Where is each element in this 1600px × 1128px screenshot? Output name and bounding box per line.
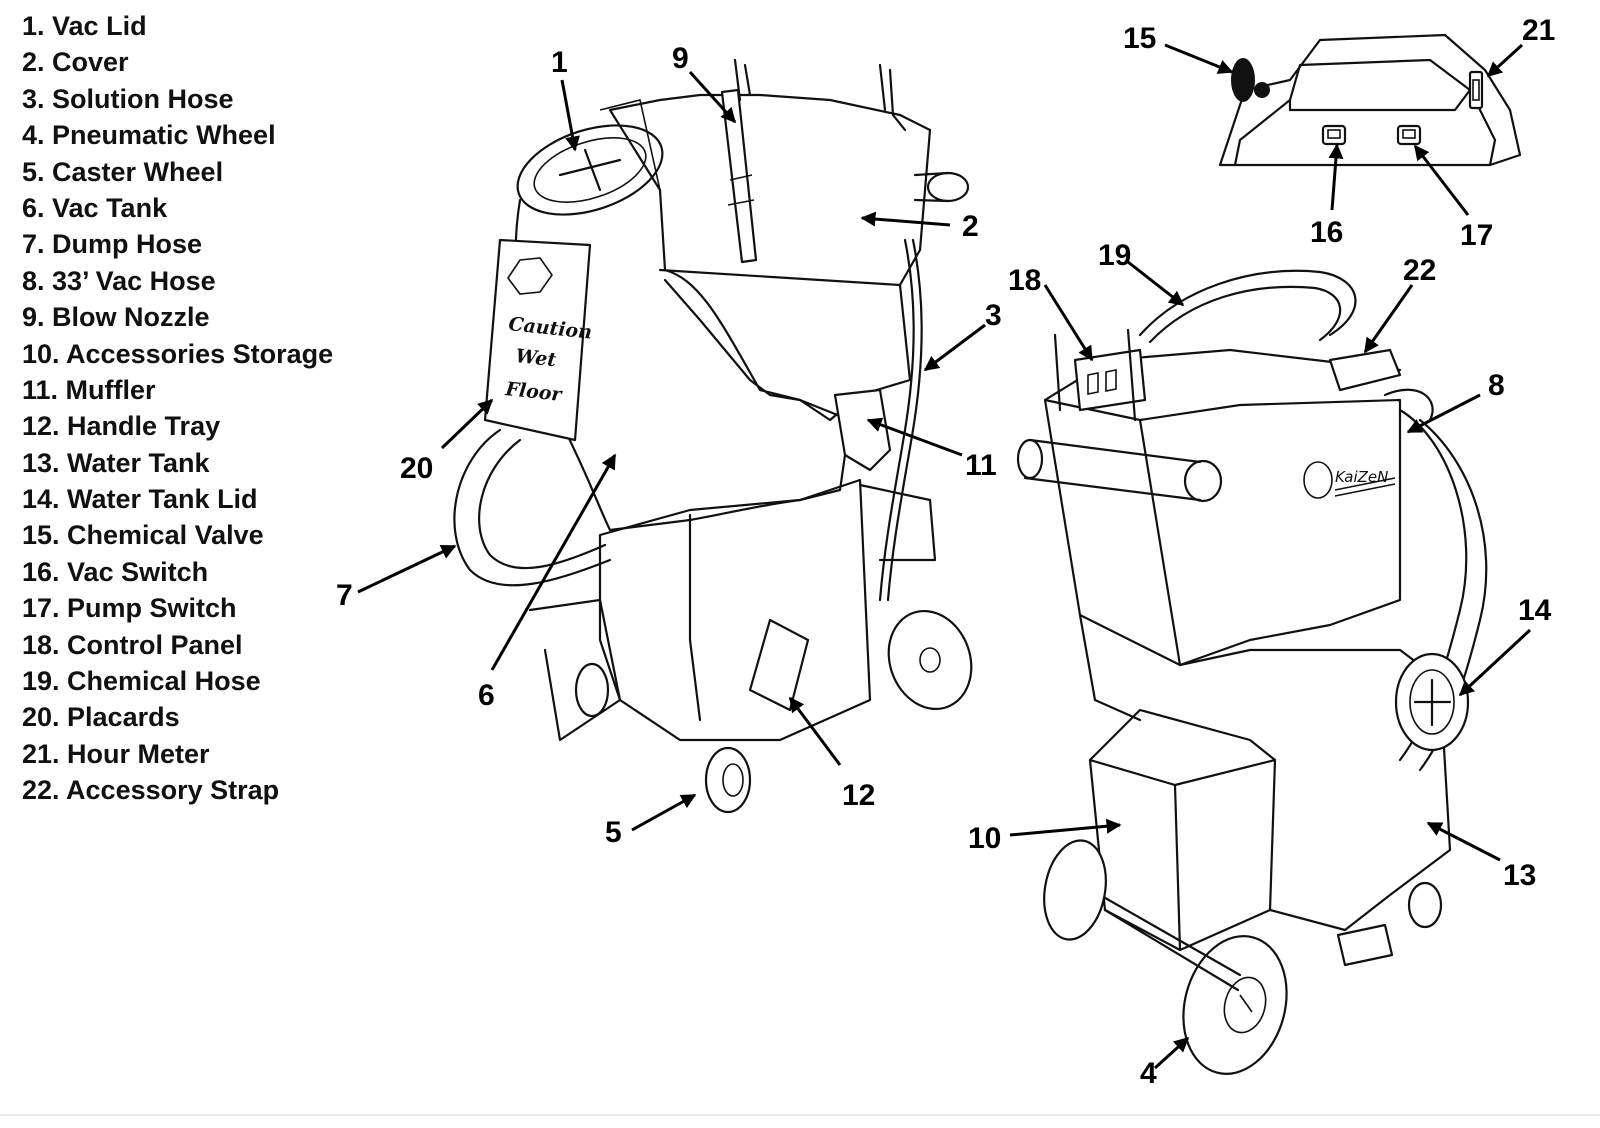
dump-hose: [453, 428, 612, 587]
callout-8: 8: [1488, 369, 1505, 402]
legend-item: 8. 33’ Vac Hose: [22, 265, 216, 296]
callout-15: 15: [1123, 22, 1156, 55]
callout-4: 4: [1140, 1057, 1157, 1090]
water-tank: [1178, 648, 1452, 932]
callout-10: 10: [968, 822, 1001, 855]
legend-item: 4. Pneumatic Wheel: [22, 120, 276, 151]
brand-logo: KaiZeN: [1303, 461, 1396, 499]
legend-item: 15. Chemical Valve: [22, 520, 264, 551]
legend-item: 21. Hour Meter: [22, 738, 210, 769]
vac-lid: [516, 124, 664, 216]
callout-7: 7: [336, 579, 353, 612]
placard: Caution Wet Floor: [483, 238, 593, 442]
water-tank-lid: [1394, 652, 1470, 752]
accessory-strap: [1328, 348, 1402, 392]
callout-18: 18: [1008, 264, 1041, 297]
legend-item: 19. Chemical Hose: [22, 666, 261, 697]
brand-text: KaiZeN: [1335, 468, 1388, 486]
hour-meter-icon: [1468, 70, 1484, 110]
chemical-hose: [1138, 269, 1357, 337]
muffler: [833, 388, 892, 472]
callout-5: 5: [605, 816, 622, 849]
chemical-valve-icon: [1231, 58, 1270, 102]
left-machine: Caution Wet Floor: [453, 58, 973, 814]
handle-tray-base: [598, 478, 872, 742]
legend-item: 13. Water Tank: [22, 447, 210, 478]
legend-item: 17. Pump Switch: [22, 593, 237, 624]
callout-22: 22: [1403, 254, 1436, 287]
solution-hose: [878, 238, 915, 602]
callout-20: 20: [400, 452, 433, 485]
legend-item: 5. Caster Wheel: [22, 156, 224, 187]
legend-item: 11. Muffler: [22, 374, 156, 405]
right-cover: [1043, 398, 1402, 667]
legend-item: 2. Cover: [22, 47, 129, 78]
legend-item: 9. Blow Nozzle: [22, 302, 210, 333]
callout-numbers: 1 2 3 4 5 6 7 8 9 10 11 12 13 14 15 16 1…: [336, 14, 1555, 1090]
legend-item: 22. Accessory Strap: [22, 775, 280, 806]
right-machine: KaiZeN: [1016, 269, 1488, 1075]
caster-wheel: [704, 746, 752, 814]
legend-item: 1. Vac Lid: [22, 11, 147, 41]
legend-item: 12. Handle Tray: [22, 411, 221, 442]
cover: [658, 268, 912, 422]
callout-6: 6: [478, 679, 495, 712]
switch-panel-inset: [1218, 33, 1522, 167]
pump-switch-icon: [1396, 124, 1422, 146]
legend-item: 16. Vac Switch: [22, 556, 209, 587]
callout-13: 13: [1503, 859, 1536, 892]
vac-switch-icon: [1321, 124, 1347, 146]
blow-nozzle: [720, 88, 758, 264]
accessories-storage: [1088, 708, 1277, 952]
callout-arrows: [357, 43, 1532, 1070]
callout-12: 12: [842, 779, 875, 812]
control-panel: [1073, 348, 1147, 412]
callout-2: 2: [962, 210, 979, 243]
bottom-divider: [0, 1114, 1600, 1116]
legend-item: 10. Accessories Storage: [22, 338, 334, 369]
legend-item: 20. Placards: [22, 702, 180, 733]
handle-tray: [748, 618, 810, 712]
legend-item: 18. Control Panel: [22, 629, 243, 660]
pneumatic-wheel: [1182, 935, 1288, 1075]
callout-11: 11: [965, 449, 997, 482]
legend-item: 14. Water Tank Lid: [22, 484, 258, 515]
legend-item: 3. Solution Hose: [22, 83, 234, 114]
callout-14: 14: [1518, 594, 1552, 627]
callout-19: 19: [1098, 239, 1131, 272]
legend-item: 7. Dump Hose: [22, 229, 203, 260]
placard-line-2: Wet: [514, 345, 557, 371]
callout-21: 21: [1522, 14, 1555, 47]
rear-wheel: [887, 609, 973, 711]
callout-16: 16: [1310, 216, 1343, 249]
callout-9: 9: [672, 42, 689, 75]
callout-3: 3: [985, 299, 1002, 332]
callout-1: 1: [551, 46, 568, 79]
parts-legend: 1. Vac Lid 2. Cover 3. Solution Hose 4. …: [22, 8, 333, 809]
callout-17: 17: [1460, 219, 1493, 252]
legend-item: 6. Vac Tank: [22, 192, 168, 223]
